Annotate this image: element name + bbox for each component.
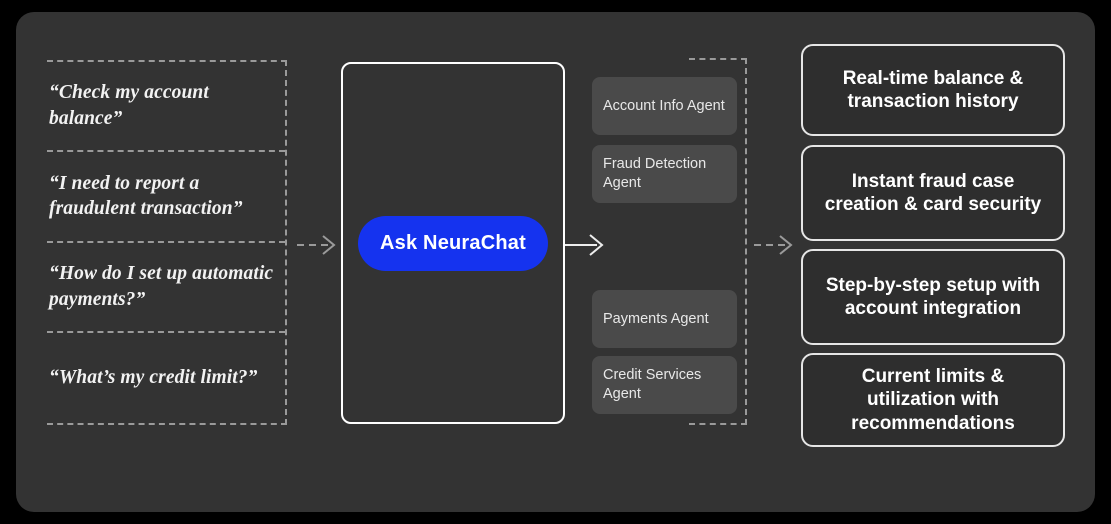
agent-card-payments[interactable]: Payments Agent — [592, 290, 737, 348]
agent-card-credit-services[interactable]: Credit Services Agent — [592, 356, 737, 414]
outcome-text: Real-time balance & transaction history — [842, 67, 1024, 112]
question-text: “I need to report a fraudulent transacti… — [49, 172, 243, 220]
arrow-right-solid-icon — [565, 234, 604, 256]
agent-label: Fraud Detection Agent — [603, 156, 707, 191]
agent-card-fraud-detection[interactable]: Fraud Detection Agent — [592, 145, 737, 203]
question-text: “How do I set up automatic payments?” — [49, 262, 274, 310]
agent-label: Account Info Agent — [603, 97, 725, 114]
outcome-card-fraud[interactable]: Instant fraud case creation & card secur… — [801, 145, 1065, 241]
question-text: “Check my account balance” — [49, 82, 209, 130]
agents-group: Account Info Agent Fraud Detection Agent… — [592, 58, 747, 425]
outcome-card-limits[interactable]: Current limits & utilization with recomm… — [801, 353, 1065, 447]
agent-label: Credit Services Agent — [603, 367, 702, 402]
outcome-text: Current limits & utilization with recomm… — [851, 366, 1015, 434]
agent-card-account-info[interactable]: Account Info Agent — [592, 77, 737, 135]
ask-neurachat-button[interactable]: Ask NeuraChat — [358, 215, 548, 271]
question-item: “How do I set up automatic payments?” — [47, 243, 285, 333]
outcome-text: Step-by-step setup with account integrat… — [825, 274, 1041, 319]
agents-group-border — [745, 58, 747, 425]
question-text: “What’s my credit limit?” — [49, 367, 258, 388]
outcome-text: Instant fraud case creation & card secur… — [824, 170, 1042, 215]
question-item: “Check my account balance” — [47, 62, 285, 153]
question-item: “What’s my credit limit?” — [47, 333, 285, 423]
user-questions-group: “Check my account balance” “I need to re… — [47, 60, 287, 425]
question-item: “I need to report a fraudulent transacti… — [47, 152, 285, 243]
outcome-card-setup[interactable]: Step-by-step setup with account integrat… — [801, 249, 1065, 345]
outcome-card-balance[interactable]: Real-time balance & transaction history — [801, 44, 1065, 136]
arrow-right-dashed-icon — [297, 235, 336, 255]
chat-panel: Ask NeuraChat — [341, 62, 565, 424]
arrow-right-dashed-icon — [754, 235, 793, 255]
outcomes-group: Real-time balance & transaction history … — [801, 44, 1065, 447]
agent-label: Payments Agent — [603, 310, 709, 327]
agents-group-border-bottom — [689, 423, 747, 425]
agents-group-border-top — [689, 58, 747, 60]
